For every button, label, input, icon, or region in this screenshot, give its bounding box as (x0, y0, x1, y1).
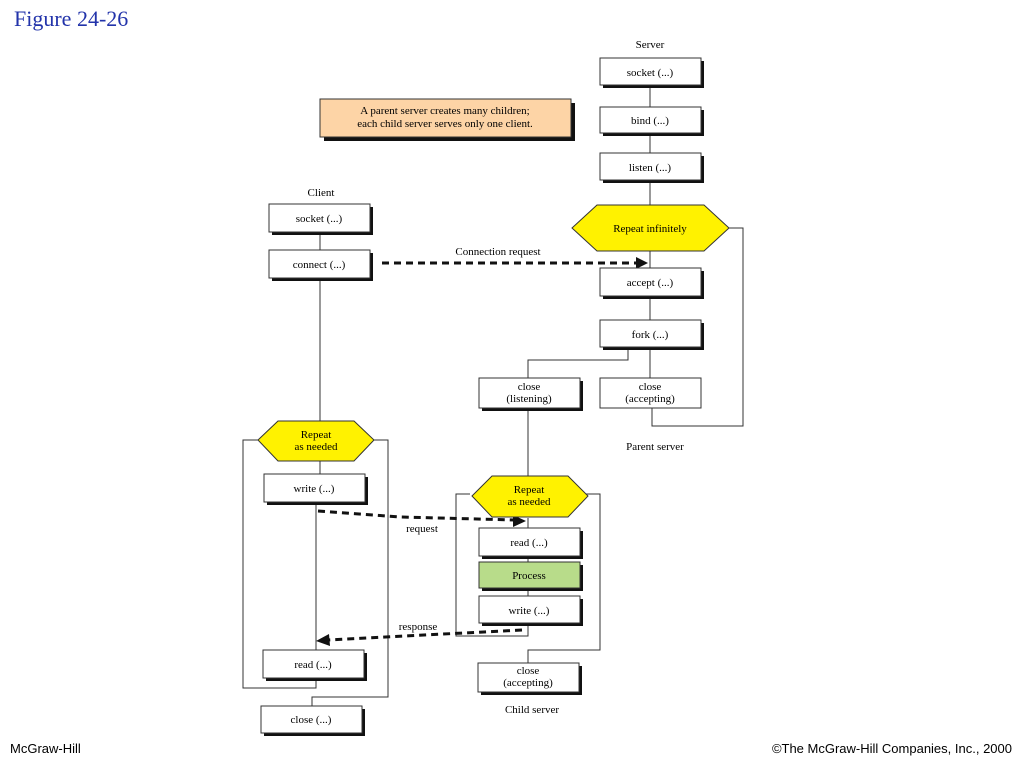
client-socket-label: socket (...) (296, 213, 343, 225)
client-connect-box: connect (...) (268, 249, 373, 281)
child-close-accepting-box: close (accepting) (477, 662, 582, 695)
client-socket-box: socket (...) (268, 203, 373, 235)
note-line-2: each child server serves only one client… (357, 118, 533, 130)
client-close-box: close (...) (260, 705, 365, 736)
figure-title: Figure 24-26 (14, 6, 129, 31)
parent-close-accepting-line-2: (accepting) (625, 393, 675, 405)
server-listen-label: listen (...) (629, 162, 671, 174)
child-close-listening-line-1: close (518, 381, 541, 393)
connection-request-arrow (382, 257, 648, 269)
child-process-box: Process (478, 561, 583, 591)
footer-copyright: ©The McGraw-Hill Companies, Inc., 2000 (771, 741, 1012, 756)
client-repeat-line-1: Repeat (301, 429, 332, 441)
child-server-label: Child server (505, 704, 559, 716)
client-write-box: write (...) (263, 473, 368, 505)
connection-request-label: Connection request (455, 246, 540, 258)
child-write-box: write (...) (478, 595, 583, 626)
server-listen-box: listen (...) (599, 152, 704, 183)
child-repeat-line-2: as needed (507, 496, 551, 508)
server-fork-label: fork (...) (632, 329, 669, 341)
repeat-infinitely-shape (571, 204, 730, 252)
child-process-body (478, 561, 581, 589)
server-bind-box: bind (...) (599, 106, 704, 136)
note-box-body (319, 98, 572, 138)
client-label: Client (308, 187, 335, 199)
client-write-label: write (...) (294, 483, 335, 495)
client-repeat-line-2: as needed (294, 441, 338, 453)
client-read-box: read (...) (262, 649, 367, 681)
child-repeat-hexagon: Repeat as needed (471, 475, 589, 518)
parent-close-accepting-line-1: close (639, 381, 662, 393)
footer-publisher: McGraw-Hill (10, 741, 81, 756)
repeat-infinitely-label: Repeat infinitely (613, 223, 687, 235)
server-accept-box: accept (...) (599, 267, 704, 299)
request-label: request (406, 523, 438, 535)
child-read-box: read (...) (478, 527, 583, 559)
repeat-infinitely-hexagon: Repeat infinitely (571, 204, 730, 252)
response-arrow (316, 628, 523, 646)
client-repeat-hexagon: Repeat as needed (257, 420, 375, 462)
note-box: A parent server creates many children; e… (319, 98, 575, 141)
parent-server-label: Parent server (626, 441, 684, 453)
client-connect-label: connect (...) (293, 259, 346, 271)
child-read-label: read (...) (510, 537, 548, 549)
server-fork-box: fork (...) (599, 319, 704, 350)
client-read-label: read (...) (294, 659, 332, 671)
child-close-listening-line-2: (listening) (506, 393, 552, 405)
child-write-label: write (...) (509, 605, 550, 617)
server-bind-label: bind (...) (631, 115, 669, 127)
request-arrow (317, 509, 526, 527)
server-socket-box: socket (...) (599, 57, 704, 88)
child-close-listening-box: close (listening) (478, 377, 583, 411)
connector-lines (242, 86, 744, 706)
client-repeat-shape (257, 420, 375, 462)
server-label: Server (636, 39, 665, 51)
child-close-accepting-line-2: (accepting) (503, 677, 553, 689)
server-accept-label: accept (...) (627, 277, 674, 289)
child-repeat-shape (471, 475, 589, 518)
client-close-label: close (...) (291, 714, 332, 726)
child-repeat-line-1: Repeat (514, 484, 545, 496)
child-process-label: Process (512, 570, 546, 582)
parent-close-accepting-box: close (accepting) (599, 377, 702, 409)
note-line-1: A parent server creates many children; (360, 105, 530, 117)
response-label: response (399, 621, 438, 633)
child-close-accepting-line-1: close (517, 665, 540, 677)
server-socket-label: socket (...) (627, 67, 674, 79)
